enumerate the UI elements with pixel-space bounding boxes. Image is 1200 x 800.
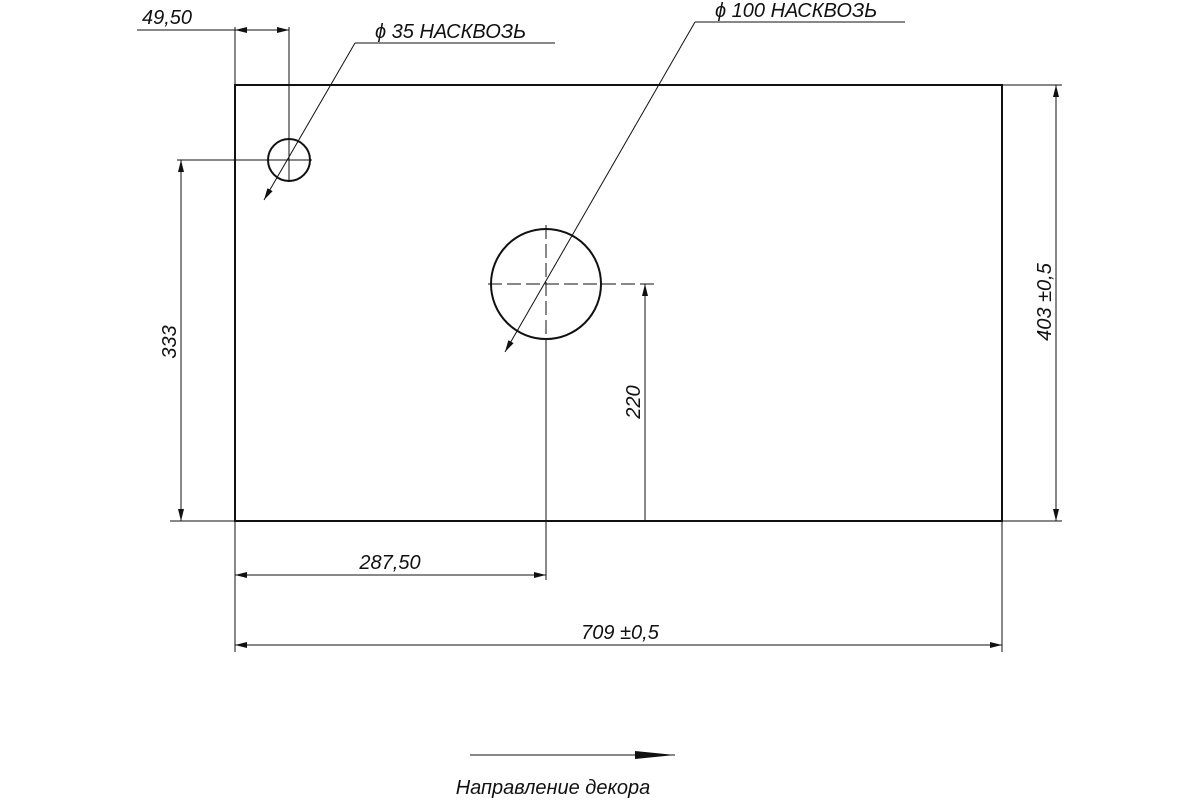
callout-large-hole: ϕ 100 НАСКВОЗЬ [715,0,877,22]
dim-label-220: 220 [623,385,645,419]
dim-label-49-50: 49,50 [142,7,192,29]
dim-label-333: 333 [159,325,181,358]
dim-label-403: 403 ±0,5 [1034,262,1056,341]
callout-small-hole: ϕ 35 НАСКВОЗЬ [375,21,526,43]
dim-label-709: 709 ±0,5 [581,622,660,644]
leader-small-hole [263,42,356,201]
decor-direction-label: Направление декора [456,777,651,799]
leader-large-hole [504,21,696,353]
dim-label-287-50: 287,50 [358,552,420,574]
countertop-outline [234,84,1003,522]
